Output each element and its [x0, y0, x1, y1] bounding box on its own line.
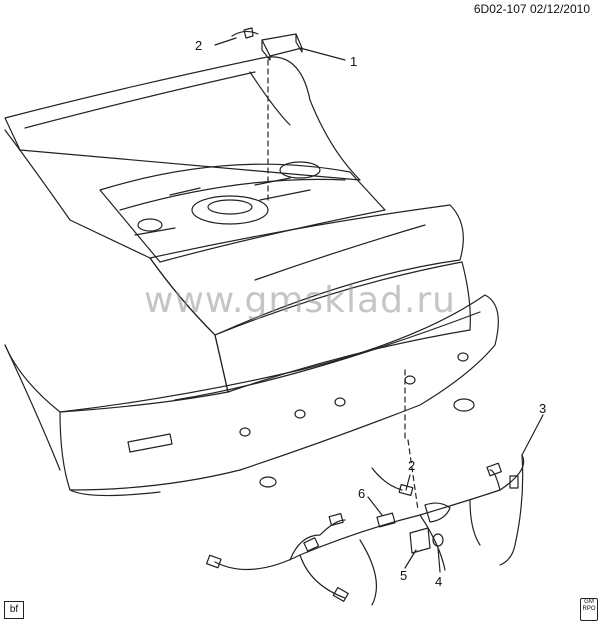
park-sensor-hole	[294, 409, 306, 419]
badge-line-2: RPO	[582, 606, 596, 612]
diagram-id: 6D02-107	[473, 2, 527, 16]
callout-4: 4	[435, 574, 442, 589]
trunk-opening	[99, 163, 386, 263]
callout-2: 2	[408, 458, 415, 473]
park-sensor-hole	[239, 427, 251, 437]
park-sensor-hole	[334, 397, 346, 407]
diagram-date: 02/12/2010	[529, 2, 590, 16]
parking-sensor-harness	[214, 454, 525, 571]
callout-6: 6	[358, 486, 365, 501]
spare-tire-well	[191, 195, 269, 225]
watermark: www.gmsklad.ru	[144, 280, 456, 321]
callout-5: 5	[400, 568, 407, 583]
rear-reflector	[127, 433, 173, 453]
park-sensor-hole	[404, 375, 416, 385]
gm-badge-icon: GM RPO	[580, 598, 598, 621]
badge-line-1: GM	[584, 599, 594, 605]
trunk-lid	[4, 56, 361, 181]
diagram-code: 6D02-107 02/12/2010	[474, 2, 590, 16]
callout-3: 3	[539, 401, 546, 416]
park-sensor-hole	[457, 352, 469, 362]
rear-bumper-fascia	[59, 294, 499, 491]
license-plate-recess	[214, 261, 471, 393]
car-body-side	[4, 129, 229, 413]
bf-tag: bf	[4, 601, 24, 619]
callout-2: 2	[195, 38, 202, 53]
callout-1: 1	[350, 54, 357, 69]
